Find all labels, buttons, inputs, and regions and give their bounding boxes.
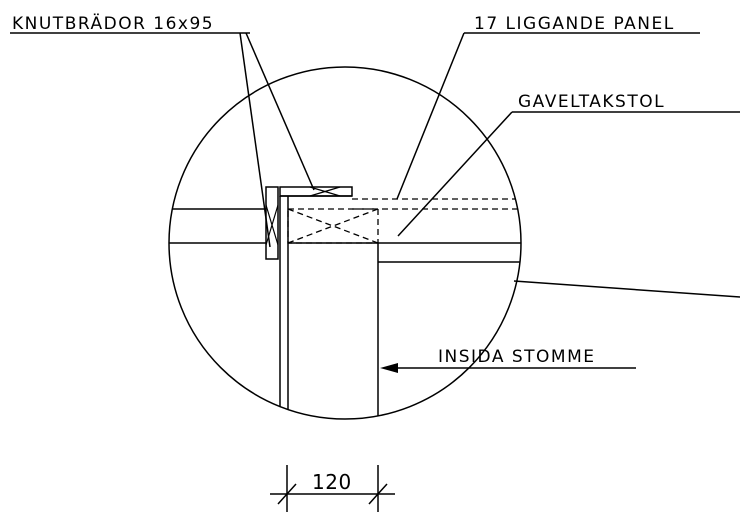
- corner-board-horizontal: [279, 186, 353, 197]
- hidden-truss-member: [287, 208, 379, 244]
- label-liggande-panel: 17 LIGGANDE PANEL: [474, 14, 675, 34]
- arrowhead-insida-stomme: [380, 363, 398, 373]
- leader-knutbrador-a: [239, 32, 271, 248]
- label-insida-stomme: INSIDA STOMME: [438, 347, 596, 367]
- label-knutbrador: KNUTBRÄDOR 16x95: [12, 13, 214, 34]
- leader-gaveltakstol-diag: [397, 111, 513, 237]
- leader-liggande-panel-diag: [396, 32, 465, 200]
- corner-board-vertical: [265, 186, 279, 260]
- leader-right-exit: [513, 280, 740, 298]
- dimension-value: 120: [312, 470, 352, 494]
- leader-knutbrador-b: [245, 32, 315, 191]
- dimension-120: 120: [270, 465, 395, 512]
- label-gaveltakstol: GAVELTAKSTOL: [518, 92, 665, 112]
